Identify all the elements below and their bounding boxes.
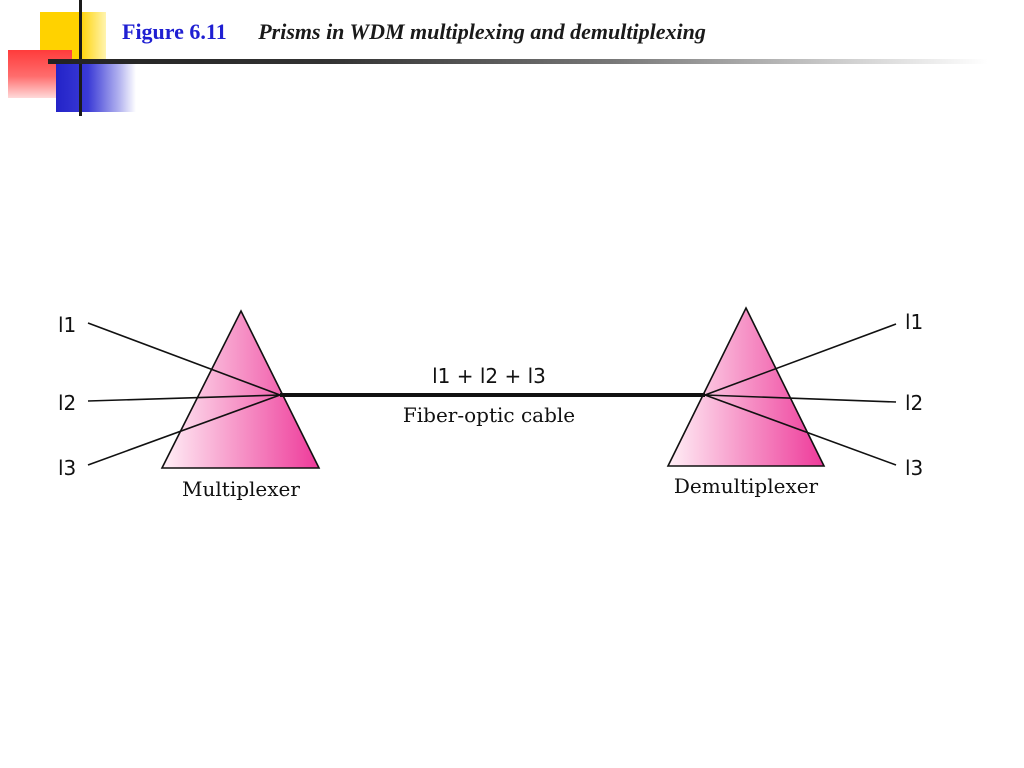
input-beam-3 (87, 394, 281, 466)
input-beam-2 (87, 394, 281, 402)
combined-signal-label: l1 + l2 + l3 (432, 364, 546, 388)
input-beam-1 (87, 322, 281, 396)
multiplexer-label: Multiplexer (182, 477, 300, 501)
input-label-1: l1 (58, 313, 76, 337)
output-beam-3 (704, 394, 897, 466)
logo-vertical-rule (79, 0, 82, 116)
output-beam-2 (704, 394, 897, 403)
cable-label: Fiber-optic cable (403, 403, 575, 427)
figure-caption: Prisms in WDM multiplexing and demultipl… (258, 19, 706, 44)
multiplexer-prism (160, 309, 321, 469)
logo-blue-square (56, 64, 136, 112)
input-label-2: l2 (58, 391, 76, 415)
output-beam-1 (704, 323, 897, 396)
slide-title: Figure 6.11 Prisms in WDM multiplexing a… (122, 16, 706, 48)
output-label-2: l2 (905, 391, 923, 415)
figure-number: Figure 6.11 (122, 19, 227, 44)
output-label-3: l3 (905, 456, 923, 480)
output-label-1: l1 (905, 310, 923, 334)
demultiplexer-label: Demultiplexer (674, 474, 819, 498)
title-underline-rule (48, 59, 988, 64)
input-label-3: l3 (58, 456, 76, 480)
demultiplexer-prism (666, 306, 826, 467)
